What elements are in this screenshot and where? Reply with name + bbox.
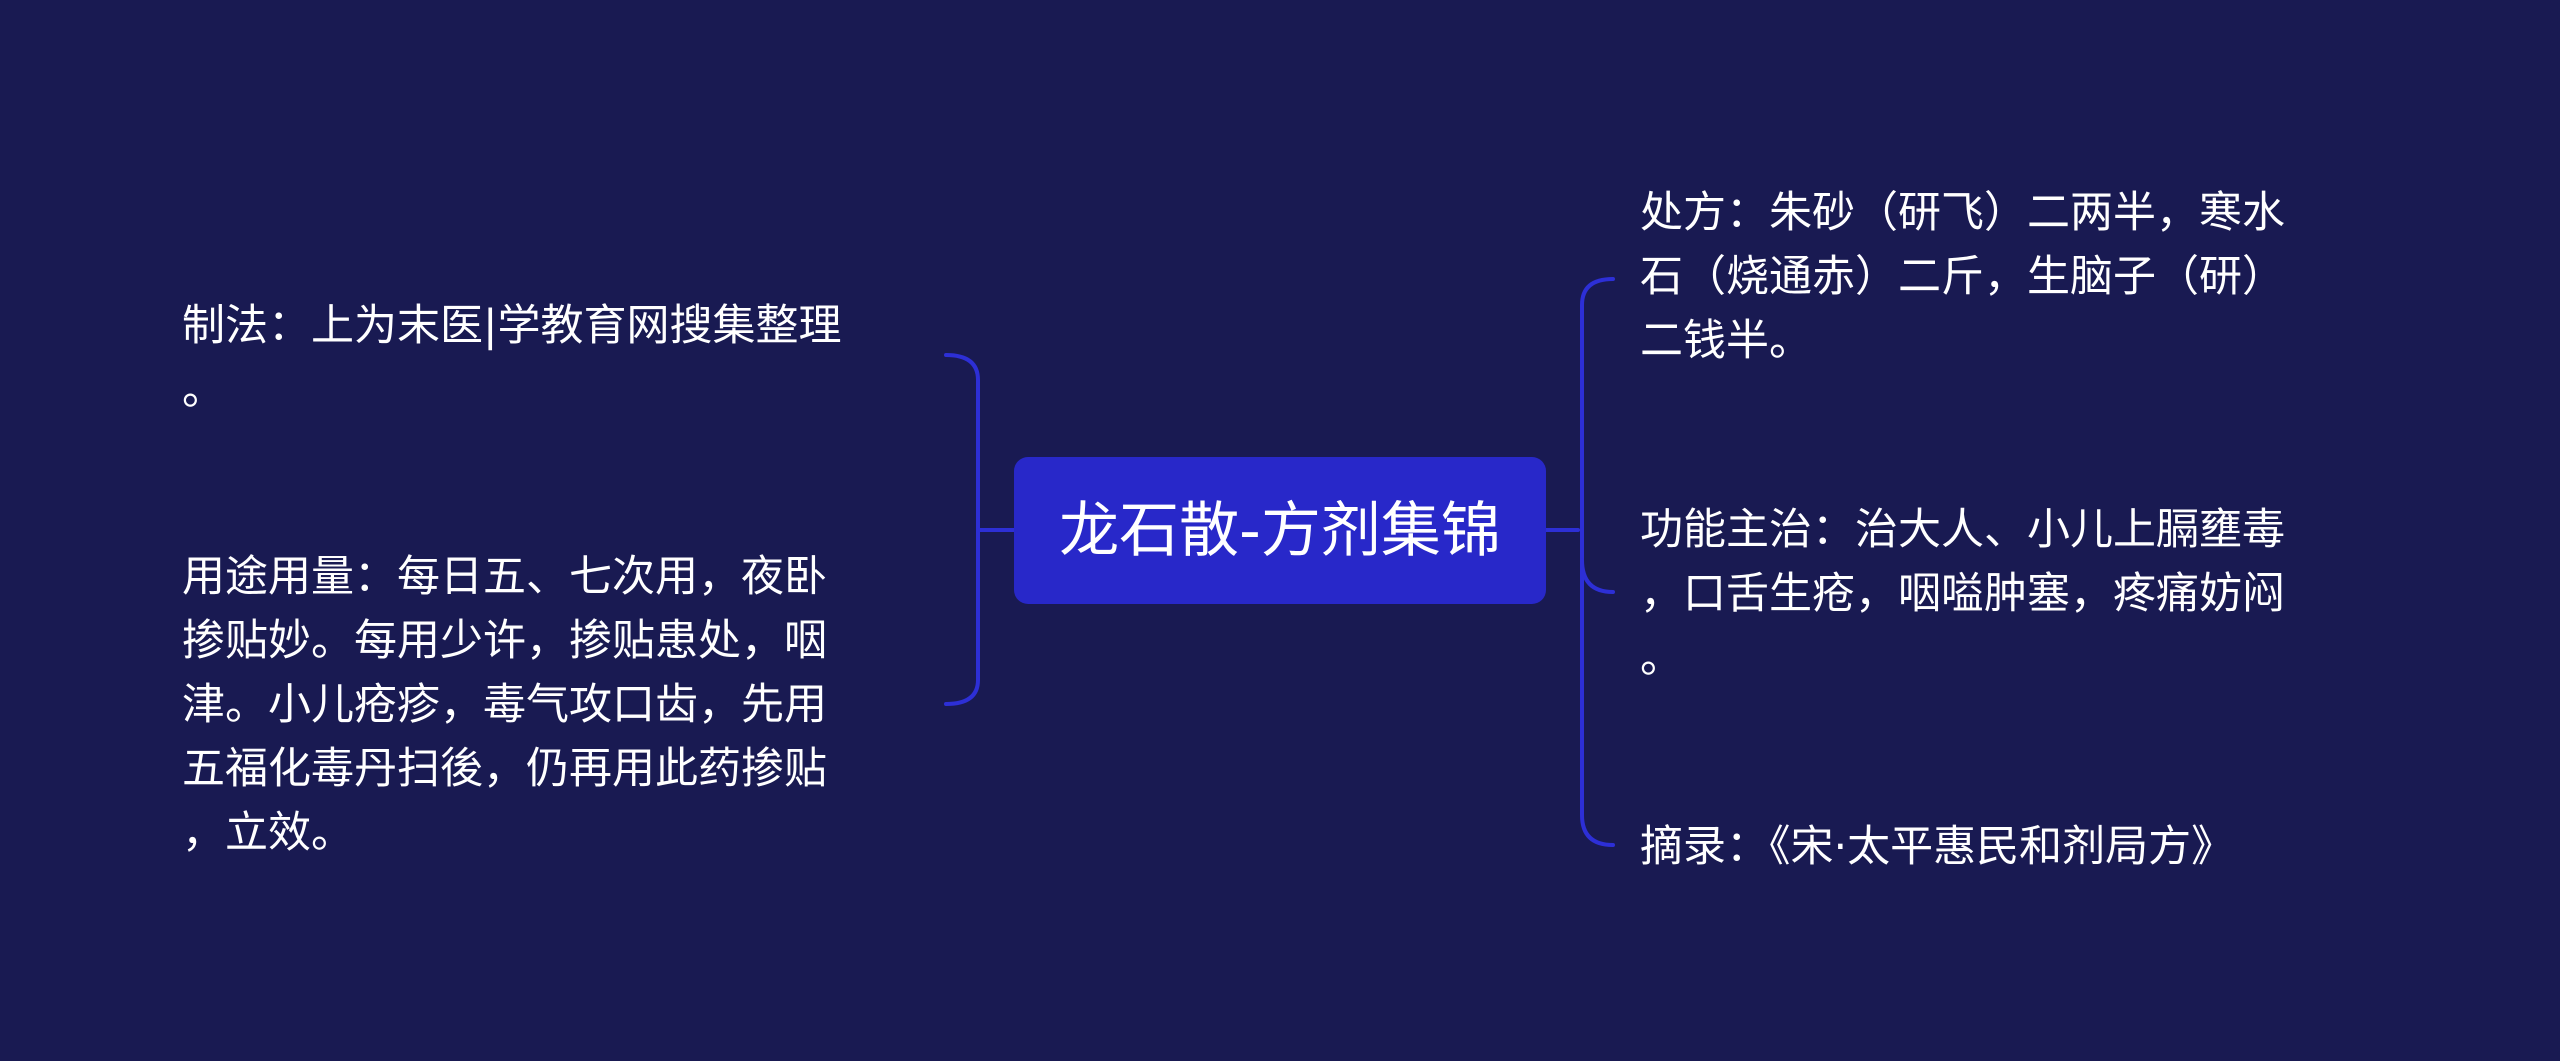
branch-text-line: 石（烧通赤）二斤，生脑子（研） xyxy=(1640,252,2285,302)
left-bracket xyxy=(944,353,980,706)
branch-prescription[interactable]: 处方：朱砂（研飞）二两半，寒水 石（烧通赤）二斤，生脑子（研） 二钱半。 xyxy=(1640,181,2285,373)
right-bracket-top xyxy=(1580,277,1615,594)
branch-usage-dosage[interactable]: 用途用量：每日五、七次用，夜卧 掺贴妙。每用少许，掺贴患处，咽 津。小儿疮疹，毒… xyxy=(182,545,827,865)
branch-text-line: ，立效。 xyxy=(182,808,354,858)
branch-text-line: 二钱半。 xyxy=(1640,316,1812,366)
branch-preparation-method[interactable]: 制法：上为末医|学教育网搜集整理 。 xyxy=(182,294,842,422)
branch-text-line: 。 xyxy=(182,365,225,415)
branch-text-line: 。 xyxy=(1640,633,1683,683)
central-topic-title: 龙石散-方剂集锦 xyxy=(1059,495,1501,566)
central-topic-node[interactable]: 龙石散-方剂集锦 xyxy=(1014,457,1546,604)
right-bracket-bottom xyxy=(1580,558,1615,847)
branch-indications[interactable]: 功能主治：治大人、小儿上膈壅毒 ，口舌生疮，咽嗌肿塞，疼痛妨闷 。 xyxy=(1640,498,2285,690)
branch-text-line: 制法：上为末医|学教育网搜集整理 xyxy=(182,301,842,351)
branch-text-line: 功能主治：治大人、小儿上膈壅毒 xyxy=(1640,505,2285,555)
branch-text-line: 用途用量：每日五、七次用，夜卧 xyxy=(182,552,827,602)
branch-text-line: 津。小儿疮疹，毒气攻口齿，先用 xyxy=(182,680,827,730)
branch-source[interactable]: 摘录：《宋·太平惠民和剂局方》 xyxy=(1640,815,2234,879)
branch-text-line: 摘录：《宋·太平惠民和剂局方》 xyxy=(1640,822,2235,872)
branch-text-line: ，口舌生疮，咽嗌肿塞，疼痛妨闷 xyxy=(1640,569,2285,619)
branch-text-line: 掺贴妙。每用少许，掺贴患处，咽 xyxy=(182,616,827,666)
branch-text-line: 处方：朱砂（研飞）二两半，寒水 xyxy=(1640,188,2285,238)
branch-text-line: 五福化毒丹扫後，仍再用此药掺贴 xyxy=(182,744,827,794)
